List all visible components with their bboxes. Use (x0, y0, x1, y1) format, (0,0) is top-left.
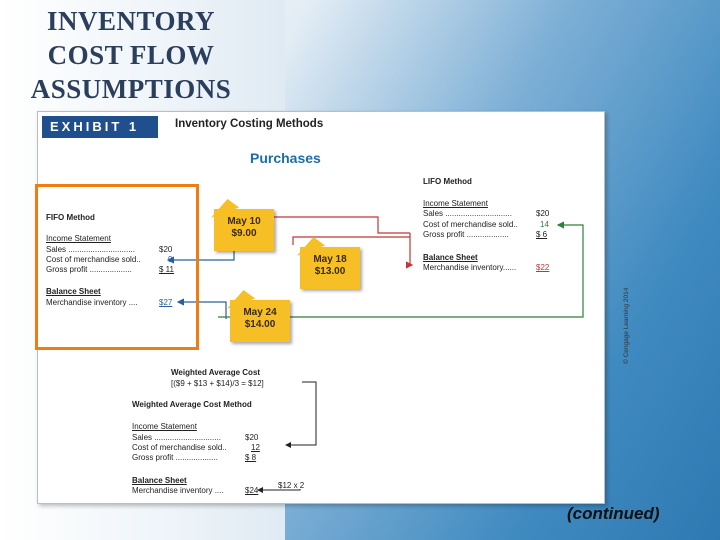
fifo-inventory-label: Merchandise inventory .... (46, 298, 138, 307)
fifo-sales-value: $20 (159, 245, 173, 254)
copyright-notice: © Cengage Learning 2014 (623, 287, 630, 364)
title-line-2: COST FLOW (47, 40, 215, 70)
purchase-date: May 24 (243, 307, 277, 318)
lifo-link-may18 (292, 236, 410, 245)
weighted-inventory-value: $24 (245, 486, 259, 495)
fifo-cogs-label: Cost of merchandise sold.. (46, 255, 141, 264)
title-line-3: ASSUMPTIONS (30, 74, 232, 104)
weighted-inventory-label: Merchandise inventory .... (132, 486, 224, 495)
weighted-heading: Weighted Average Cost (171, 368, 261, 377)
weighted-sales-value: $20 (245, 433, 259, 442)
weighted-cogs-label: Cost of merchandise sold.. (132, 443, 227, 452)
weighted-sales-label: Sales .............................. (132, 433, 221, 442)
fifo-gross-profit-value: $ 11 (159, 265, 174, 274)
fifo-income-statement: Income Statement (46, 234, 111, 243)
flow-arrows (166, 216, 584, 493)
purchase-date: May 10 (227, 216, 261, 227)
fifo-highlight-box (35, 184, 199, 350)
exhibit-caption: Inventory Costing Methods (175, 118, 324, 130)
weighted-multiplier: $12 x 2 (278, 481, 305, 490)
lifo-gross-profit-value: $ 6 (536, 230, 548, 239)
continued-label: (continued) (567, 504, 660, 523)
lifo-cogs-label: Cost of merchandise sold.. (423, 220, 518, 229)
weighted-cogs-arrow (285, 381, 317, 448)
title-line-1: INVENTORY (46, 6, 216, 36)
weighted-balance-sheet: Balance Sheet (132, 476, 187, 485)
lifo-inventory-label: Merchandise inventory...... (423, 263, 517, 272)
fifo-gross-profit-label: Gross profit ................... (46, 265, 132, 274)
lifo-sales-label: Sales .............................. (423, 209, 512, 218)
lifo-income-statement: Income Statement (423, 199, 488, 208)
purchases-heading: Purchases (250, 150, 321, 166)
lifo-inventory-arrow (406, 233, 414, 269)
slide-title: INVENTORY COST FLOW ASSUMPTIONS (8, 4, 254, 106)
purchase-cost: $14.00 (244, 319, 276, 330)
lifo-balance-sheet: Balance Sheet (423, 253, 478, 262)
exhibit-tag: EXHIBIT 1 (42, 116, 158, 138)
exhibit-figure: EXHIBIT 1 Inventory Costing Methods Purc… (37, 111, 630, 504)
weighted-inventory-arrow (257, 487, 301, 493)
weighted-cogs-value: 12 (251, 443, 260, 452)
fifo-cogs-value: 9 (168, 255, 173, 264)
lifo-inventory-value: $22 (536, 263, 550, 272)
lifo-method-heading: LIFO Method (423, 177, 472, 186)
lifo-sales-value: $20 (536, 209, 550, 218)
weighted-gross-profit-value: $ 8 (245, 453, 257, 462)
purchase-note-may18: May 18 $13.00 (292, 234, 360, 289)
lifo-cogs-arrow (218, 221, 584, 318)
fifo-inventory-value: $27 (159, 298, 173, 307)
fifo-inventory-arrow (176, 298, 227, 319)
purchase-date: May 18 (313, 254, 347, 265)
purchase-cost: $9.00 (231, 228, 257, 239)
weighted-income-statement: Income Statement (132, 422, 197, 431)
purchase-note-may10: May 10 $9.00 (206, 196, 274, 251)
fifo-method-heading: FIFO Method (46, 213, 95, 222)
purchase-cost: $13.00 (314, 266, 346, 277)
lifo-cogs-value: 14 (540, 220, 549, 229)
purchase-note-may24: May 24 $14.00 (222, 287, 290, 342)
weighted-gross-profit-label: Gross profit ................... (132, 453, 218, 462)
lifo-gross-profit-label: Gross profit ................... (423, 230, 509, 239)
fifo-balance-sheet: Balance Sheet (46, 287, 101, 296)
fifo-sales-label: Sales .............................. (46, 245, 135, 254)
weighted-formula: [($9 + $13 + $14)/3 = $12] (171, 379, 264, 388)
lifo-link-may10 (260, 216, 410, 234)
weighted-method-heading: Weighted Average Cost Method (132, 400, 252, 409)
